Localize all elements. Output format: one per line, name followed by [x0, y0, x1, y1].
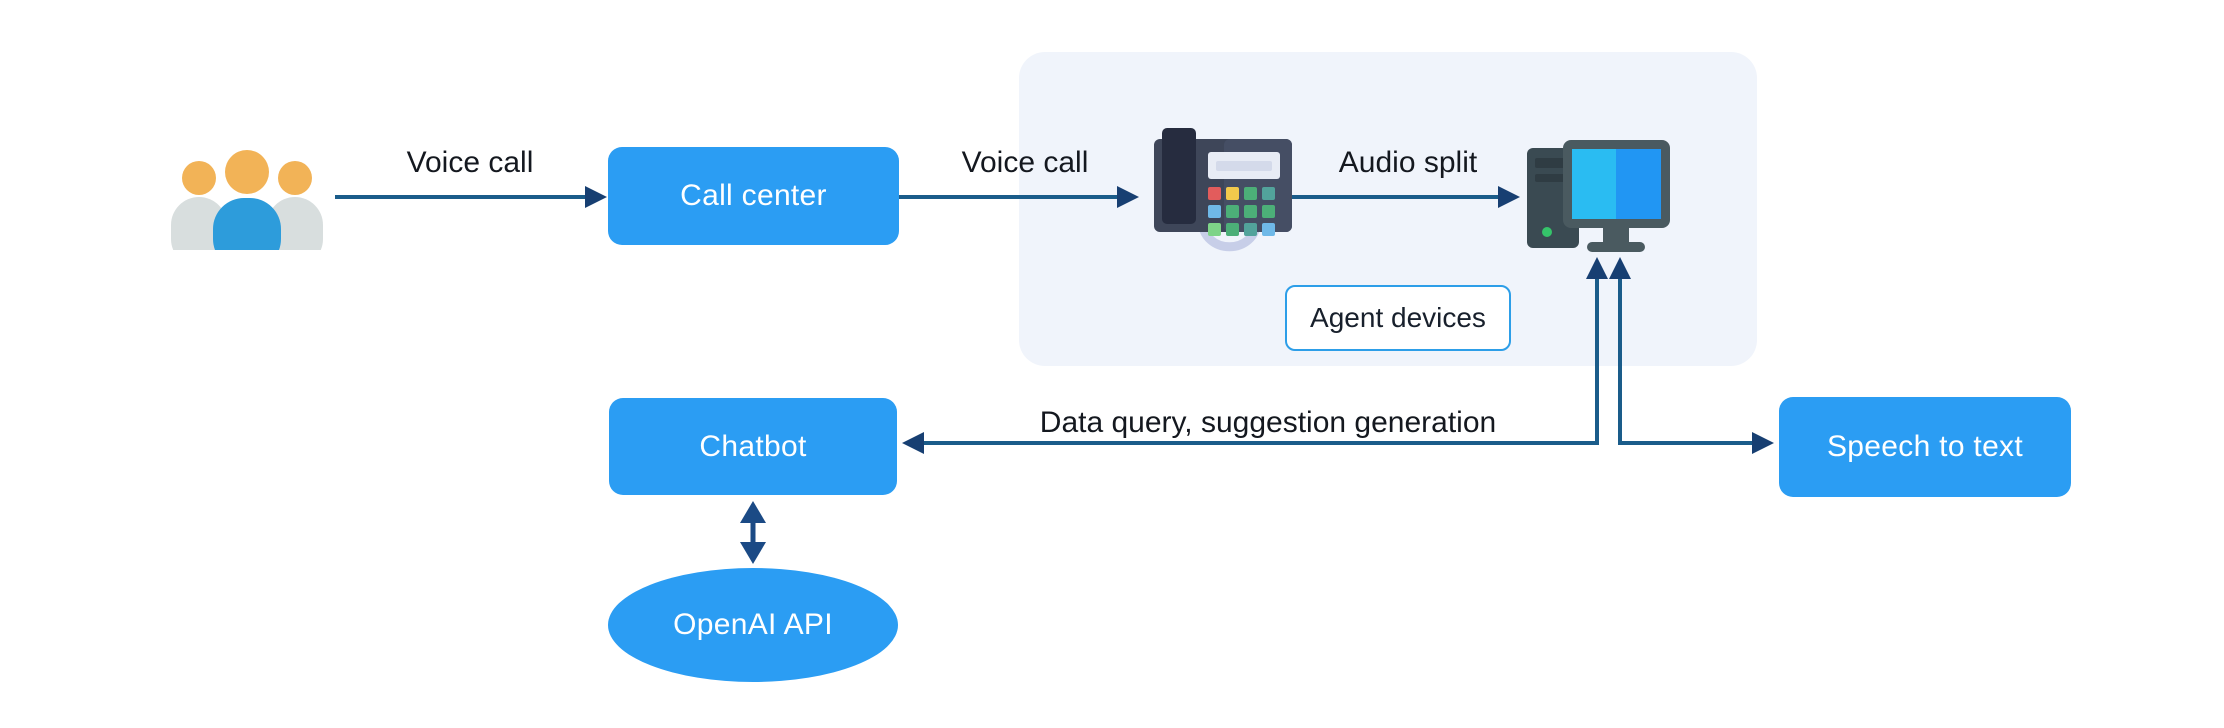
arrowhead: [585, 186, 607, 208]
edge-chatbot-to-openai-api: [740, 501, 766, 564]
edge-users-to-call-center: [335, 186, 607, 208]
arrowhead: [1752, 432, 1774, 454]
arrowhead: [1609, 257, 1631, 279]
agent-devices-tag: Agent devices: [1285, 285, 1511, 351]
users-icon: [171, 150, 323, 250]
node-chatbot-label: Chatbot: [699, 429, 807, 463]
edge-phone-to-computer: [1283, 186, 1520, 208]
node-openai-api: OpenAI API: [608, 568, 898, 682]
arrowhead: [1498, 186, 1520, 208]
arrowhead: [740, 501, 766, 523]
edge-call-center-to-phone: [899, 186, 1139, 208]
edge-label-audio-split: Audio split: [1338, 146, 1478, 179]
arrowhead: [1586, 257, 1608, 279]
arrowhead: [740, 542, 766, 564]
desktop-computer-icon: [1527, 140, 1670, 252]
edge-computer-to-chatbot: [902, 257, 1608, 454]
edge-label-voice-call-2: Voice call: [961, 146, 1089, 179]
edge-computer-to-speech-to-text: [1609, 257, 1774, 454]
node-speech-to-text: Speech to text: [1779, 397, 2071, 497]
agent-devices-label: Agent devices: [1310, 302, 1486, 333]
node-openai-api-label: OpenAI API: [673, 608, 833, 641]
edge-label-data-query: Data query, suggestion generation: [1039, 406, 1497, 439]
desk-phone-icon: [1154, 128, 1292, 252]
arrowhead: [902, 432, 924, 454]
arrowhead: [1117, 186, 1139, 208]
node-call-center: Call center: [608, 147, 899, 245]
node-speech-to-text-label: Speech to text: [1827, 430, 2023, 463]
node-chatbot: Chatbot: [609, 398, 897, 495]
edge-label-voice-call-1: Voice call: [406, 146, 534, 179]
node-call-center-label: Call center: [680, 179, 827, 212]
